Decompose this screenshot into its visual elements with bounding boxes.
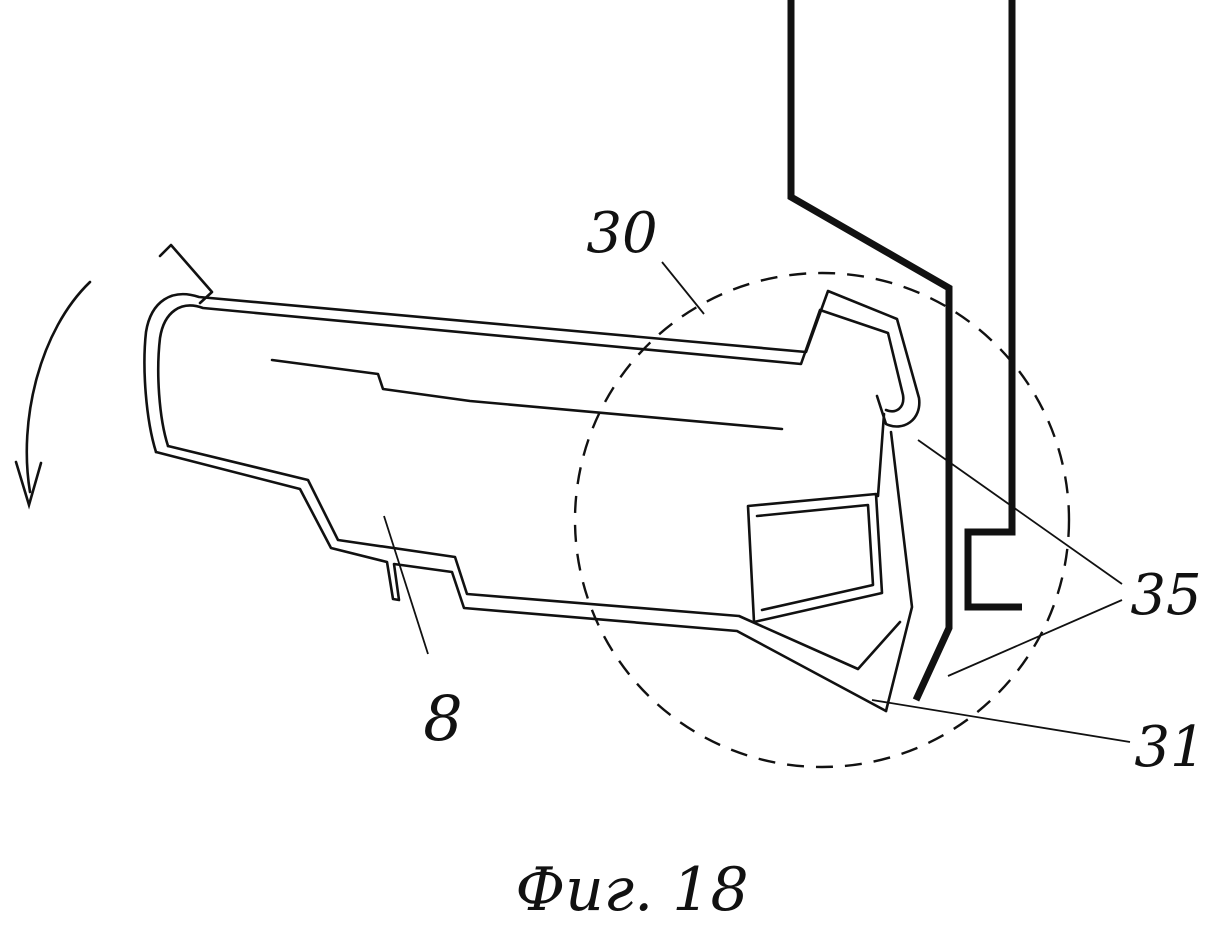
latch-body	[143, 243, 921, 713]
leader-line-35-lower	[947, 599, 1123, 677]
latch-bottom-inner	[166, 444, 902, 671]
leader-line-35-upper	[917, 439, 1123, 585]
rotation-arrow	[14, 280, 92, 510]
leader-line-8	[383, 515, 429, 655]
leader-line-30	[661, 261, 705, 315]
leader-line-31	[871, 699, 1131, 743]
rotation-arrow-arc	[25, 280, 92, 494]
ref-label-35: 35	[1130, 563, 1201, 628]
latch-pocket-inner	[755, 503, 875, 612]
frame-left-edge	[787, 0, 953, 702]
latch-inner-wall	[876, 412, 886, 498]
latch-outline-inner	[156, 304, 905, 448]
ref-label-31: 31	[1134, 715, 1205, 780]
ref-label-8: 8	[423, 682, 462, 755]
frame-right-edge-hook	[964, 0, 1022, 611]
frame-profile	[787, 0, 1022, 702]
latch-bottom-outer	[154, 450, 888, 713]
latch-inner-flange	[270, 358, 784, 431]
latch-right-edge	[884, 430, 914, 713]
reference-labels: 30 8 35 31	[423, 201, 1205, 780]
latch-pocket-outer	[746, 492, 884, 624]
latch-outline-outer	[143, 289, 921, 454]
leader-lines	[383, 261, 1131, 743]
figure-caption: Фиг. 18	[515, 855, 748, 925]
rotation-arrow-head	[14, 460, 43, 510]
detail-circle	[573, 271, 1071, 769]
ref-label-30: 30	[586, 201, 657, 266]
